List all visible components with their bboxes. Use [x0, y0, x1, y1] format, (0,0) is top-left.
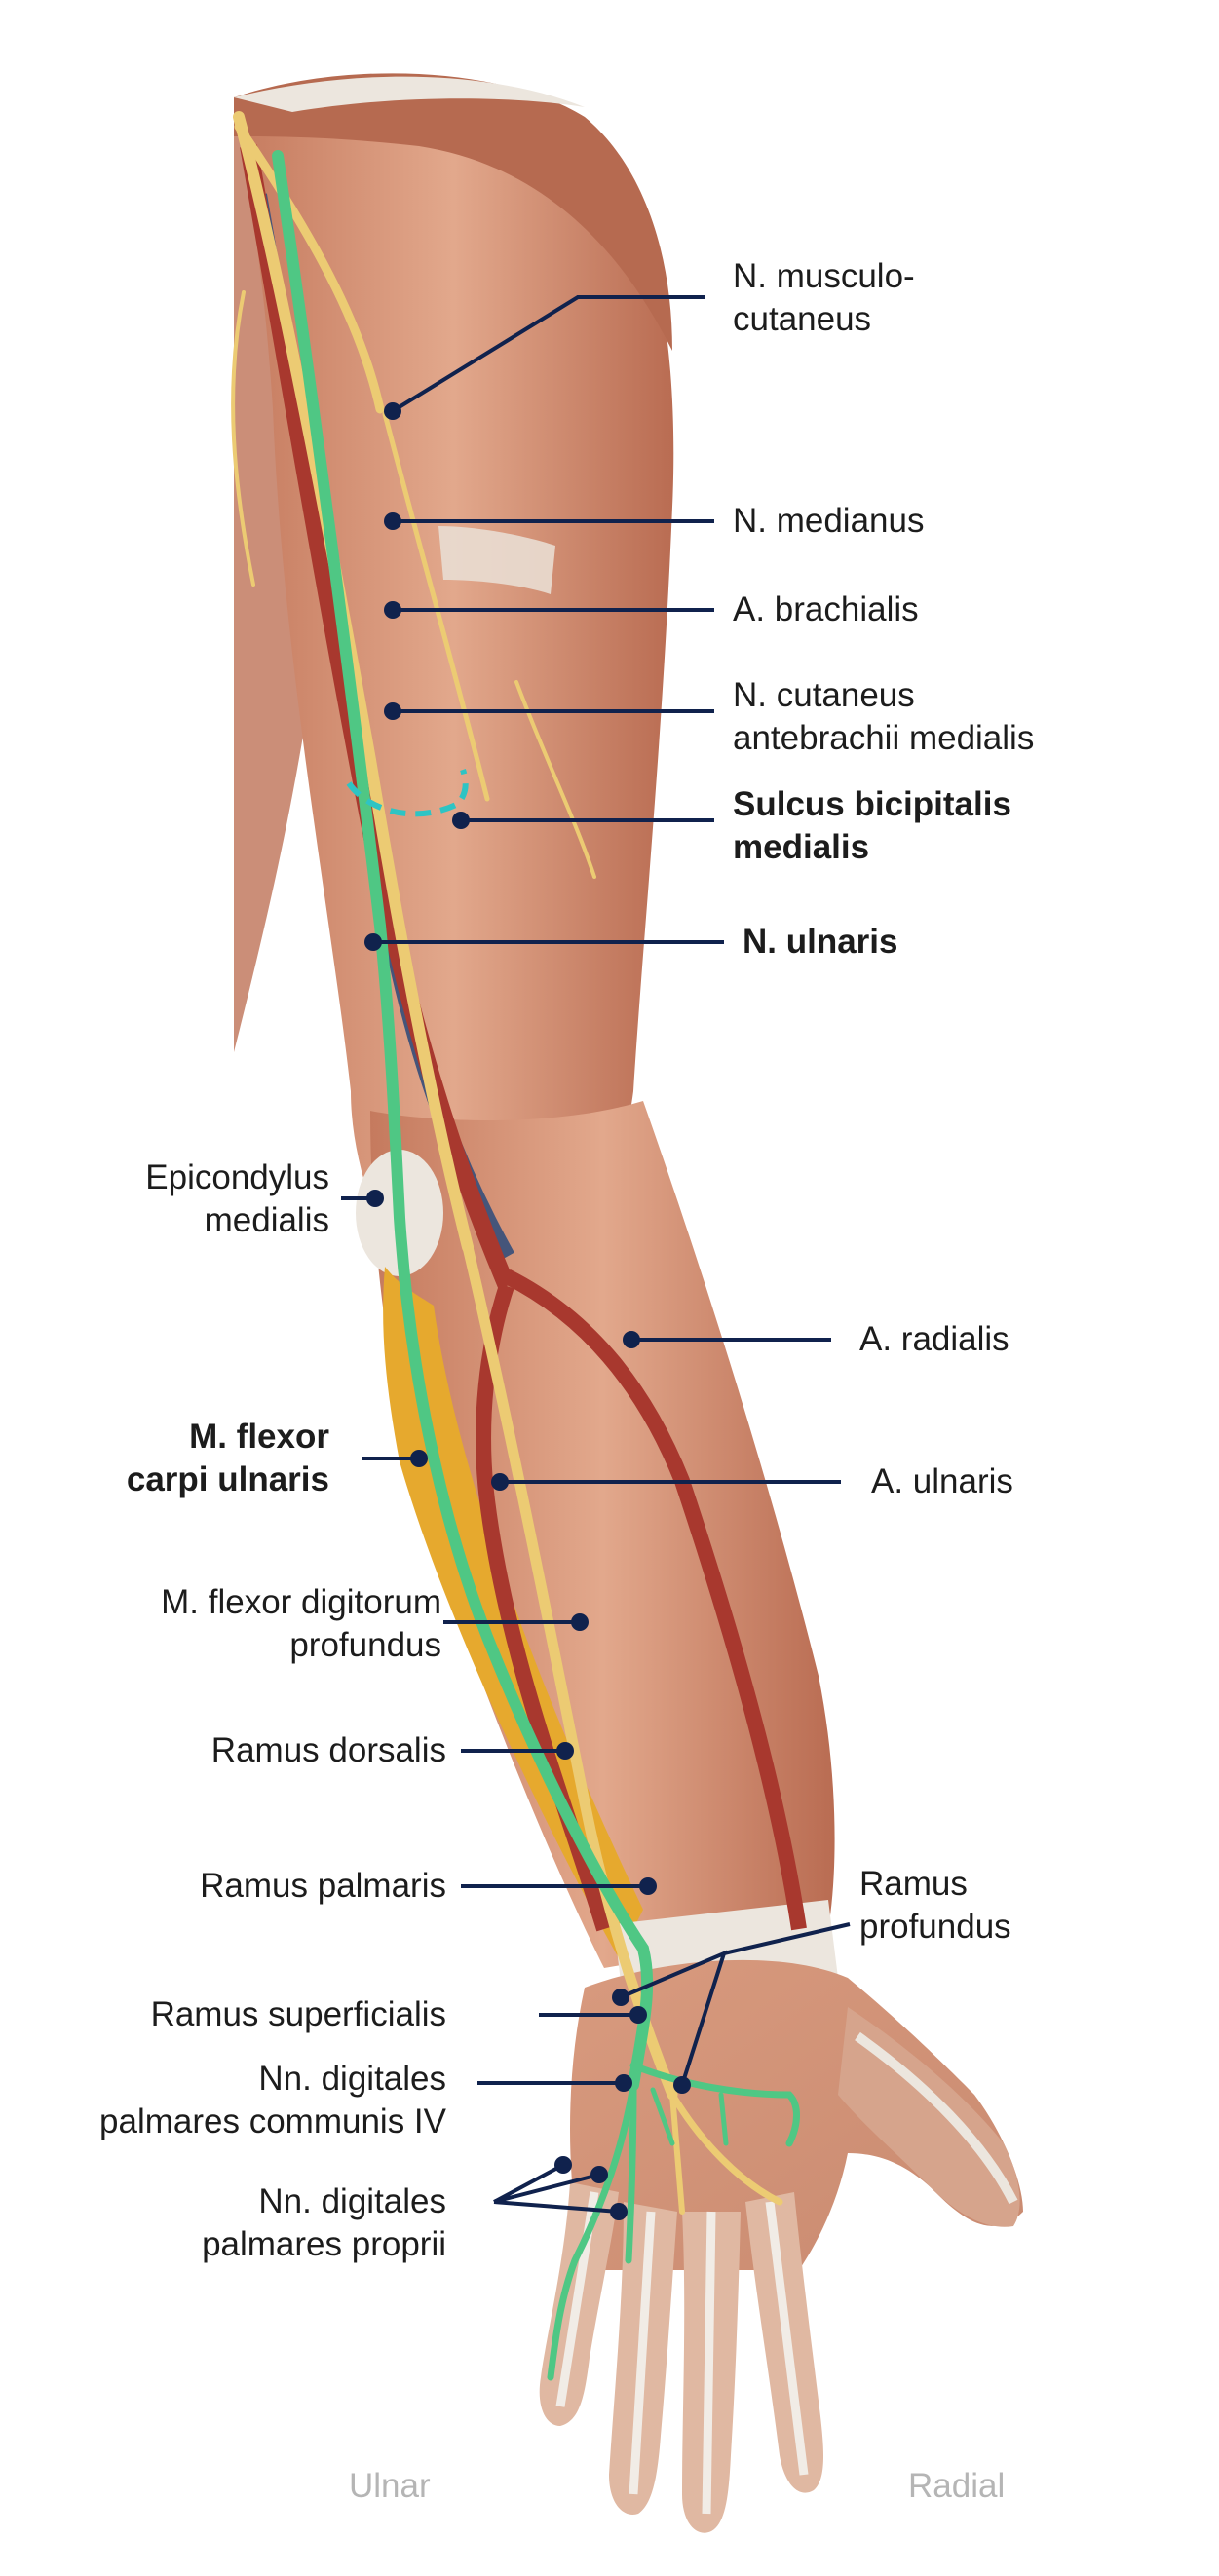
label-musculocutaneus: N. musculo-cutaneus: [733, 257, 915, 338]
leader-ramus-profundus: [620, 1922, 851, 2086]
label-brachialis: A. brachialis: [733, 590, 919, 628]
upper-arm: [234, 86, 674, 1286]
side-label-ulnar: Ulnar: [349, 2467, 431, 2505]
leader-lines: [341, 295, 851, 2214]
deltoid: [234, 73, 672, 351]
side-label-radial: Radial: [908, 2467, 1006, 2505]
label-radialis: A. radialis: [859, 1320, 1009, 1358]
thumb-tendon: [855, 2031, 1018, 2205]
label-ramus-superficialis: Ramus superficialis: [150, 1995, 446, 2033]
nerves: [231, 111, 783, 2215]
shoulder-tendon: [234, 76, 585, 112]
label-ramus-dorsalis: Ramus dorsalis: [210, 1731, 446, 1769]
biceps-tendon: [438, 526, 555, 594]
leader-dots: [364, 402, 691, 2220]
radial-artery: [503, 1269, 807, 1931]
leader-musculocutaneus: [391, 295, 705, 413]
ulnar-nerve: [272, 150, 800, 2381]
label-ulnaris: N. ulnaris: [743, 923, 898, 961]
leader-digitales-proprii: [493, 2163, 620, 2214]
label-ramus-palmaris: Ramus palmaris: [200, 1867, 446, 1905]
thumb: [838, 2007, 1020, 2227]
sulcus-marker: [346, 769, 469, 817]
label-medianus: N. medianus: [733, 502, 925, 540]
label-a-ulnaris: A. ulnaris: [871, 1462, 1013, 1500]
